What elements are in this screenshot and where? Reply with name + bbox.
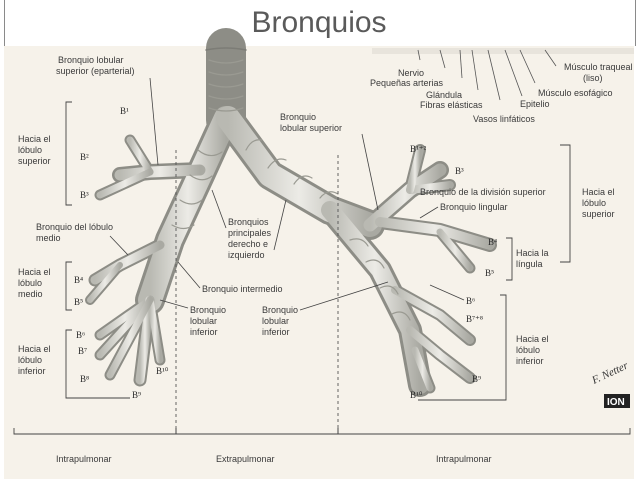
label-hacia-inferior-1: Hacia el	[18, 344, 51, 354]
label-left-b6: B⁶	[76, 330, 85, 340]
right-labels: B¹⁺² B³ Bronquio de la división superior…	[410, 144, 615, 401]
publisher-logo: ION	[604, 394, 630, 408]
label-left-b10: B¹⁰	[156, 366, 169, 376]
logo-text: ION	[607, 397, 625, 408]
label-lobular-superior-1: Bronquio	[280, 112, 316, 122]
label-epitelio: Epitelio	[520, 99, 550, 109]
trachea-section	[372, 48, 634, 101]
label-lobular-superior-eparterial-2: superior (eparterial)	[56, 66, 135, 76]
label-lobular-inferior-r-1: Bronquio	[190, 305, 226, 315]
label-principales-1: Bronquios	[228, 217, 269, 227]
label-vasos-linfaticos: Vasos linfáticos	[473, 114, 535, 124]
label-right-hacia-inferior-3: inferior	[516, 356, 544, 366]
label-hacia-inferior-2: lóbulo	[18, 355, 42, 365]
label-principales-3: derecho e	[228, 239, 268, 249]
label-hacia-lingula-2: língula	[516, 259, 543, 269]
label-lobular-inferior-r-3: inferior	[190, 327, 218, 337]
label-lobulo-medio-2: medio	[36, 233, 61, 243]
label-right-hacia-superior-1: Hacia el	[582, 187, 615, 197]
label-pequenas-arterias: Pequeñas arterias	[370, 78, 444, 88]
label-intrapulmonar-right: Intrapulmonar	[436, 454, 492, 464]
label-left-b9: B⁹	[132, 390, 141, 400]
label-hacia-superior-1: Hacia el	[18, 134, 51, 144]
top-labels: Nervio Pequeñas arterias Glándula Fibras…	[370, 62, 633, 124]
label-musculo-esofagico: Músculo esofágico	[538, 88, 613, 98]
label-lobular-inferior-l-1: Bronquio	[262, 305, 298, 315]
label-intermedio: Bronquio intermedio	[202, 284, 283, 294]
label-intrapulmonar-left: Intrapulmonar	[56, 454, 112, 464]
illustration-plate	[4, 46, 634, 479]
center-labels: Bronquios principales derecho e izquierd…	[159, 112, 389, 337]
label-lobular-superior-2: lobular superior	[280, 123, 342, 133]
label-lobular-inferior-l-3: inferior	[262, 327, 290, 337]
artist-signature: F. Netter	[589, 359, 630, 387]
label-right-b10: B¹⁰	[410, 390, 423, 400]
label-right-b6: B⁶	[466, 296, 475, 306]
label-right-b4: B⁴	[488, 237, 497, 247]
label-left-b1: B¹	[120, 106, 129, 116]
label-hacia-lingula-1: Hacia la	[516, 248, 549, 258]
label-hacia-superior-3: superior	[18, 156, 51, 166]
label-principales-2: principales	[228, 228, 272, 238]
label-right-hacia-superior-2: lóbulo	[582, 198, 606, 208]
label-hacia-superior-2: lóbulo	[18, 145, 42, 155]
label-right-b7-8: B⁷⁺⁸	[466, 314, 483, 324]
label-fibras-elasticas: Fibras elásticas	[420, 100, 483, 110]
title-frame	[4, 0, 636, 46]
label-left-b2: B²	[80, 152, 89, 162]
label-right-b5: B⁵	[485, 268, 494, 278]
label-hacia-medio-3: medio	[18, 289, 43, 299]
label-division-superior: Bronquio de la división superior	[420, 187, 546, 197]
label-right-b3: B³	[455, 166, 464, 176]
slide-title: Bronquios	[251, 6, 387, 39]
label-right-hacia-inferior-1: Hacia el	[516, 334, 549, 344]
left-labels: Bronquio lobular superior (eparterial) H…	[18, 55, 169, 400]
label-musculo-traqueal: Músculo traqueal	[564, 62, 633, 72]
label-left-b4: B⁴	[74, 275, 83, 285]
label-lobular-superior-eparterial-1: Bronquio lobular	[58, 55, 124, 65]
bronchial-tree	[85, 28, 497, 397]
label-right-b9: B⁹	[472, 374, 481, 384]
label-left-b7: B⁷	[78, 346, 87, 356]
bottom-brackets	[13, 428, 631, 435]
label-left-b8: B⁸	[80, 374, 89, 384]
label-lobular-inferior-l-2: lobular	[262, 316, 289, 326]
label-lobulo-medio-1: Bronquio del lóbulo	[36, 222, 113, 232]
label-hacia-medio-1: Hacia el	[18, 267, 51, 277]
label-glandula: Glándula	[426, 90, 462, 100]
label-principales-4: izquierdo	[228, 250, 265, 260]
label-lingular: Bronquio lingular	[440, 202, 508, 212]
label-hacia-medio-2: lóbulo	[18, 278, 42, 288]
label-left-b5: B⁵	[74, 297, 83, 307]
label-lobular-inferior-r-2: lobular	[190, 316, 217, 326]
label-nervio: Nervio	[398, 68, 424, 78]
region-dividers	[175, 150, 339, 432]
label-right-b1-2: B¹⁺²	[410, 144, 426, 154]
label-musculo-traqueal-liso: (liso)	[583, 73, 603, 83]
label-extrapulmonar: Extrapulmonar	[216, 454, 275, 464]
label-left-b3: B³	[80, 190, 89, 200]
label-right-hacia-superior-3: superior	[582, 209, 615, 219]
label-hacia-inferior-3: inferior	[18, 366, 46, 376]
label-right-hacia-inferior-2: lóbulo	[516, 345, 540, 355]
